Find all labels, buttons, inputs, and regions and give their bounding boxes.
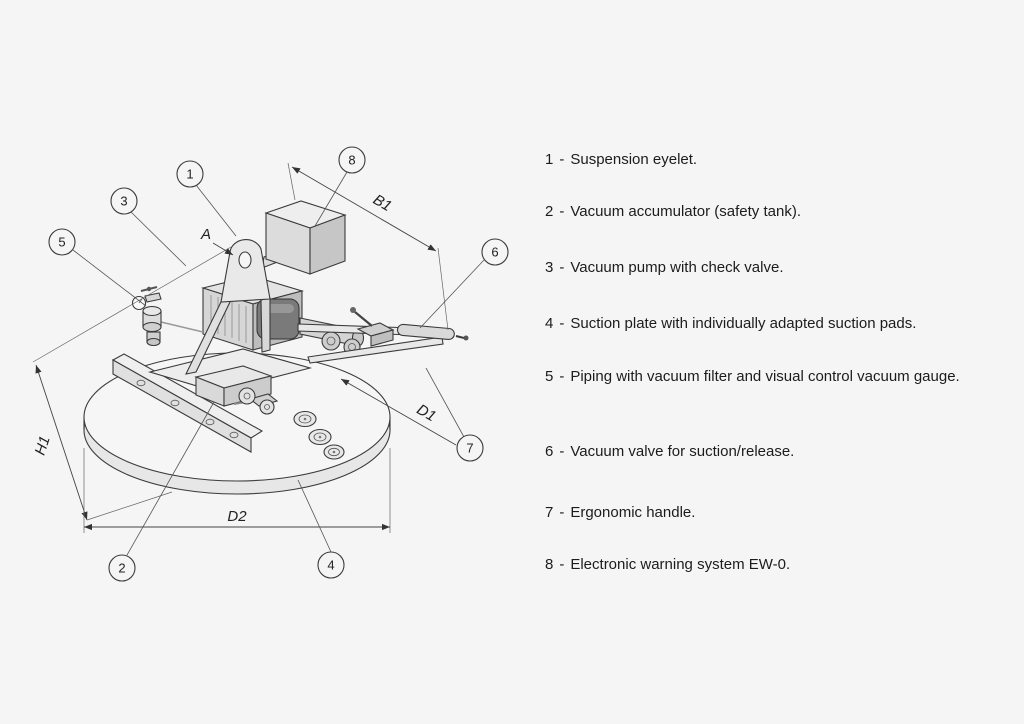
legend-item-text: Suspension eyelet.	[570, 151, 698, 168]
callout-6-number: 6	[491, 245, 498, 260]
legend-item-separator: -	[559, 504, 565, 521]
callout-4-number: 4	[327, 558, 334, 573]
dimension-d2: D2	[83, 448, 391, 533]
callout-3-number: 3	[120, 194, 127, 209]
callout-7-number: 7	[466, 441, 473, 456]
dim-label-b1: B1	[370, 191, 394, 215]
dimension-b1: B1	[287, 162, 449, 331]
callout-3: 3	[110, 187, 138, 215]
plate-bracket-bar	[111, 353, 264, 453]
callout-7: 7	[456, 434, 484, 462]
legend-item-text: Electronic warning system EW-0.	[570, 556, 791, 573]
legend-item-separator: -	[559, 315, 565, 332]
legend-item-text: Piping with vacuum filter and visual con…	[570, 368, 960, 385]
legend-item-number: 7	[545, 504, 554, 521]
callout-2: 2	[108, 554, 136, 582]
dim-label-d2: D2	[227, 508, 247, 525]
legend-item-number: 1	[545, 151, 554, 168]
callout-leaders	[72, 171, 485, 556]
dim-label-h1: H1	[32, 434, 54, 458]
legend-item-3: 3 - Vacuum pump with check valve.	[545, 258, 784, 277]
legend: 1 - Suspension eyelet. 2 - Vacuum accumu…	[545, 0, 1007, 724]
warning-system-box	[264, 200, 347, 275]
dimension-h1: H1	[32, 246, 232, 521]
legend-item-7: 7 - Ergonomic handle.	[545, 503, 695, 522]
legend-item-8: 8 - Electronic warning system EW-0.	[545, 555, 790, 574]
dim-label-d1: D1	[414, 401, 439, 425]
legend-item-4: 4 - Suction plate with individually adap…	[545, 314, 916, 333]
dimension-a: A	[200, 226, 234, 256]
legend-item-number: 2	[545, 203, 554, 220]
legend-item-5: 5 - Piping with vacuum filter and visual…	[545, 367, 960, 386]
legend-item-number: 5	[545, 368, 554, 385]
legend-item-separator: -	[559, 556, 565, 573]
legend-item-2: 2 - Vacuum accumulator (safety tank).	[545, 202, 801, 221]
legend-item-number: 8	[545, 556, 554, 573]
callout-2-number: 2	[118, 561, 125, 576]
handle-grip	[396, 323, 455, 341]
technical-drawing: H1 D2 B1 D1 A	[32, 146, 509, 582]
callout-1: 1	[176, 160, 204, 188]
legend-item-number: 6	[545, 443, 554, 460]
suction-pads	[293, 410, 345, 460]
legend-item-separator: -	[559, 443, 565, 460]
front-valve-cluster	[233, 387, 279, 415]
legend-item-number: 3	[545, 259, 554, 276]
legend-item-text: Vacuum accumulator (safety tank).	[570, 203, 801, 220]
legend-item-1: 1 - Suspension eyelet.	[545, 150, 697, 169]
dim-label-a: A	[200, 226, 211, 243]
legend-item-separator: -	[559, 151, 565, 168]
callout-8: 8	[338, 146, 366, 174]
vacuum-valve	[350, 307, 395, 347]
legend-item-separator: -	[559, 368, 565, 385]
legend-item-separator: -	[559, 259, 565, 276]
callout-8-number: 8	[348, 153, 355, 168]
callout-4: 4	[317, 551, 345, 579]
legend-item-separator: -	[559, 203, 565, 220]
legend-item-text: Ergonomic handle.	[570, 504, 696, 521]
legend-item-6: 6 - Vacuum valve for suction/release.	[545, 442, 794, 461]
legend-item-text: Suction plate with individually adapted …	[570, 315, 917, 332]
callout-5: 5	[48, 228, 76, 256]
callout-6: 6	[481, 238, 509, 266]
legend-item-number: 4	[545, 315, 554, 332]
callout-5-number: 5	[58, 235, 65, 250]
piping-filter-gauge	[131, 286, 204, 347]
legend-item-text: Vacuum valve for suction/release.	[570, 443, 795, 460]
callout-1-number: 1	[186, 167, 193, 182]
suspension-eyelet	[238, 251, 252, 269]
legend-item-text: Vacuum pump with check valve.	[570, 259, 784, 276]
pump-cylinder	[299, 317, 365, 356]
